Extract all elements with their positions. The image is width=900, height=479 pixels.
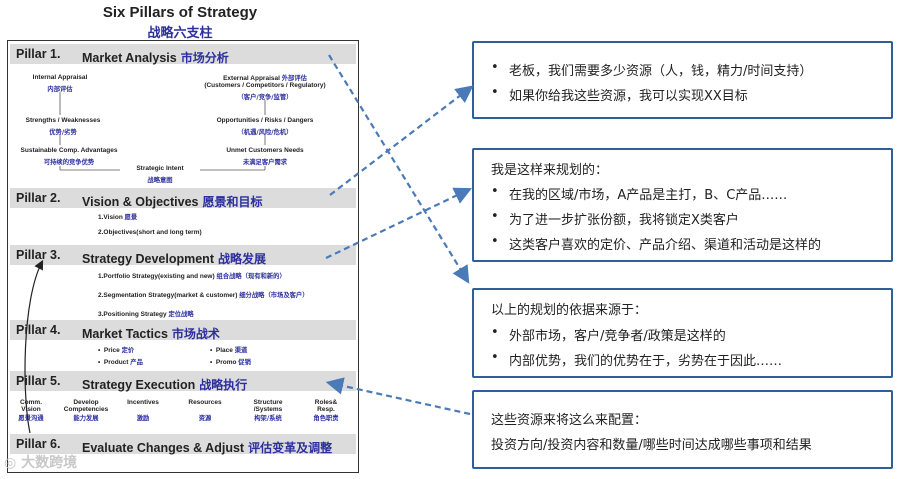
sustainable-advantages-cn: 可持续的竞争优势 bbox=[43, 159, 95, 166]
strengths-weaknesses-cn: 优势/劣势 bbox=[49, 129, 77, 136]
watermark: ◎ 大数跨境 bbox=[4, 455, 78, 471]
pillar-2-cn: 愿景和目标 bbox=[202, 195, 263, 209]
watermark-icon: ◎ bbox=[4, 455, 17, 471]
unmet-needs: Unmet Customers Needs bbox=[226, 147, 304, 154]
note-2-heading: 我是这样来规划的： bbox=[491, 163, 609, 178]
segmentation-strategy: 2.Segmentation Strategy(market & custome… bbox=[98, 292, 309, 299]
note-box-planning: 我是这样来规划的： • 在我的区域/市场，A产品是主打，B、C产品…… • 为了… bbox=[472, 148, 893, 262]
pillar-5-name: Strategy Execution bbox=[82, 378, 196, 392]
objectives-line: 2.Objectives(short and long term) bbox=[98, 229, 202, 236]
arrow-allocation-to-execution bbox=[325, 377, 471, 416]
pillars-frame bbox=[7, 40, 359, 473]
note-box-resources: • 老板，我们需要多少资源（人，钱，精力/时间支持） • 如果你给我这些资源，我… bbox=[472, 41, 893, 119]
note-2-bullet-1: 在我的区域/市场，A产品是主打，B、C产品…… bbox=[509, 188, 788, 203]
pillar-3-cn: 战略发展 bbox=[217, 252, 266, 266]
exec-roles-resp: Roles&Resp.角色职责 bbox=[313, 399, 339, 422]
pillar-1-name: Market Analysis bbox=[82, 51, 177, 65]
vision-line: 1.Vision 愿景 bbox=[98, 214, 138, 221]
note-1-bullet-2: 如果你给我这些资源，我可以实现XX目标 bbox=[509, 89, 748, 104]
diagram-title: Six Pillars of Strategy bbox=[102, 4, 258, 21]
note-1-bullet-1: 老板，我们需要多少资源（人，钱，精力/时间支持） bbox=[509, 64, 813, 79]
arrow-market-to-basis bbox=[328, 54, 470, 284]
opportunities-risks-cn: （机遇/风险/危机） bbox=[237, 129, 293, 136]
note-3-bullet-1: 外部市场，客户/竞争者/政策是这样的 bbox=[509, 329, 726, 344]
internal-appraisal-cn: 内部评估 bbox=[47, 86, 73, 93]
segmentation-strategy-cn: 细分战略（市场及客户） bbox=[239, 292, 309, 299]
external-appraisal-cn: 外部评估 bbox=[281, 75, 307, 82]
opportunities-risks: Opportunities / Risks / Dangers bbox=[216, 117, 314, 124]
internal-appraisal: Internal Appraisal bbox=[32, 74, 88, 81]
tactic-price: • Price 定价 bbox=[98, 347, 135, 354]
diagram-title-cn: 战略六支柱 bbox=[147, 26, 213, 41]
note-4-line-2: 投资方向/投资内容和数量/哪些时间达成哪些事项和结果 bbox=[491, 438, 812, 453]
pillar-2-label: Pillar 2. bbox=[16, 191, 61, 205]
vision-line-cn: 愿景 bbox=[124, 214, 138, 221]
feedback-arrow bbox=[24, 259, 44, 434]
note-2-bullet-3: 这类客户喜欢的定价、产品介绍、渠道和活动是这样的 bbox=[509, 238, 822, 253]
pillar-6-name: Evaluate Changes & Adjust bbox=[82, 441, 245, 455]
pillar-3-name: Strategy Development bbox=[82, 252, 214, 266]
external-appraisal-sub-cn: （客户/竞争/监管） bbox=[237, 94, 293, 101]
note-box-basis: 以上的规划的依据来源于： • 外部市场，客户/竞争者/政策是这样的 • 内部优势… bbox=[472, 288, 893, 378]
note-4-heading: 这些资源来将这么来配置： bbox=[491, 413, 648, 428]
unmet-needs-cn: 未满足客户需求 bbox=[242, 159, 288, 166]
pillar-3-label: Pillar 3. bbox=[16, 248, 61, 262]
tactic-product: • Product 产品 bbox=[98, 359, 143, 366]
sustainable-advantages: Sustainable Comp. Advantages bbox=[20, 147, 118, 154]
portfolio-strategy-cn: 组合战略（现有和新的） bbox=[216, 273, 286, 280]
external-appraisal: External Appraisal 外部评估 bbox=[223, 75, 307, 82]
note-box-allocation: 这些资源来将这么来配置： 投资方向/投资内容和数量/哪些时间达成哪些事项和结果 bbox=[472, 390, 893, 469]
tactic-promo: • Promo 促销 bbox=[210, 359, 251, 366]
pillar-5-cn: 战略执行 bbox=[199, 378, 248, 392]
pillar-6-label: Pillar 6. bbox=[16, 437, 61, 451]
note-3-heading: 以上的规划的依据来源于： bbox=[491, 303, 648, 318]
pillar-4-name: Market Tactics bbox=[82, 327, 168, 341]
note-2-bullet-2: 为了进一步扩张份额，我将锁定X类客户 bbox=[509, 213, 739, 228]
portfolio-strategy: 1.Portfolio Strategy(existing and new) 组… bbox=[98, 273, 286, 280]
pillar-2-name: Vision & Objectives bbox=[82, 195, 199, 209]
strategic-intent-cn: 战略意图 bbox=[147, 177, 173, 184]
arrow-vision-to-resources bbox=[329, 85, 474, 196]
tactic-place: • Place 渠道 bbox=[210, 347, 248, 354]
pillar-1-cn: 市场分析 bbox=[180, 51, 229, 65]
external-appraisal-sub: (Customers / Competitors / Regulatory) bbox=[204, 82, 326, 89]
strengths-weaknesses: Strengths / Weaknesses bbox=[25, 117, 101, 124]
note-3-bullet-2: 内部优势，我们的优势在于，劣势在于因此…… bbox=[509, 354, 783, 369]
pillar-4-cn: 市场战术 bbox=[171, 327, 220, 341]
pillar-1-label: Pillar 1. bbox=[16, 47, 61, 61]
strategic-intent: Strategic Intent bbox=[136, 165, 184, 172]
positioning-strategy: 3.Positioning Strategy 定位战略 bbox=[98, 311, 194, 318]
pillar-1-connectors bbox=[59, 92, 266, 171]
positioning-strategy-cn: 定位战略 bbox=[168, 311, 194, 318]
pillar-6-cn: 评估变革及调整 bbox=[248, 441, 333, 455]
pillar-5-label: Pillar 5. bbox=[16, 374, 61, 388]
arrow-strategy-to-planning bbox=[325, 187, 472, 259]
